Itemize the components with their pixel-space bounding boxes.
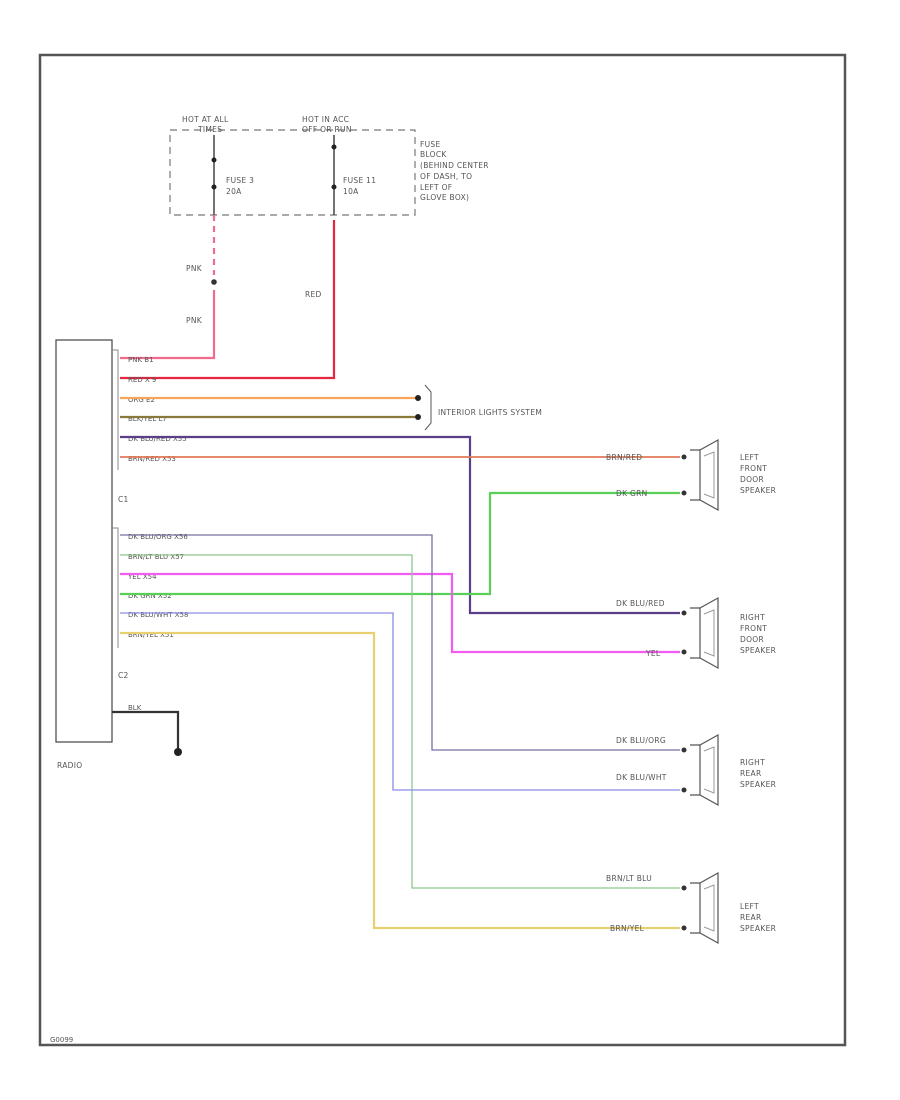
lr-name-2: REAR [740,913,762,922]
c1-pin-3: ORG E2 [128,396,155,404]
c1-pin-2: RED X 9 [128,376,156,384]
radio-label: RADIO [57,761,82,770]
red-wire-label: RED [305,290,322,299]
fuse3-name: FUSE 3 [226,176,254,185]
ground-wire-label: BLK [128,704,142,712]
lr-name-1: LEFT [740,902,759,911]
lf-name-3: DOOR [740,475,764,484]
rf-wire-1: DK BLU/RED [616,599,665,608]
c1-label: C1 [118,495,129,504]
hot-in-acc-label: HOT IN ACC [302,115,349,124]
pink-wire-label-1: PNK [186,264,203,273]
org-terminal [415,395,421,401]
rr-wire-1: DK BLU/ORG [616,736,666,745]
rr-wire-2: DK BLU/WHT [616,773,667,782]
lf-wire-1: BRN/RED [606,453,642,462]
fuse-location-6: GLOVE BOX) [420,193,469,202]
rr-name-3: SPEAKER [740,780,776,789]
lr-name-3: SPEAKER [740,924,776,933]
c1-bracket [112,349,119,470]
c1-pin-5: DK BLU/RED X55 [128,435,187,443]
c1-pin-4: BLK/YEL L7 [128,415,167,423]
lr-wire-2: BRN/YEL [610,924,645,933]
c2-pin-3: YEL X54 [127,573,157,581]
lf-name-4: SPEAKER [740,486,776,495]
c2-pin-2: BRN/LT BLU X57 [128,553,184,561]
speaker-right-rear: DK BLU/ORG DK BLU/WHT RIGHT REAR SPEAKER [616,733,776,807]
c2-pin-5: DK BLU/WHT X58 [128,611,188,619]
brnyel-wire [120,631,680,930]
rr-name-1: RIGHT [740,758,765,767]
ground-symbol [174,748,182,756]
fuse-location-5: LEFT OF [420,183,452,192]
rf-name-4: SPEAKER [740,646,776,655]
ground-wire [112,710,180,750]
pink-splice [211,279,217,285]
fuse11-rating: 10A [343,187,359,196]
pink-feed-wire [120,290,216,360]
rf-wire-2: YEL [645,649,661,658]
dkbluorg-wire [120,534,680,751]
fuse-block: HOT AT ALL TIMES HOT IN ACC OFF OR RUN F… [169,115,489,216]
brnltblu-wire [120,554,680,889]
red-feed-wire [120,220,336,380]
lr-wire-1: BRN/LT BLU [606,874,652,883]
blkyel-terminal [415,414,421,420]
fuse-location-3: (BEHIND CENTER [420,161,489,170]
yel-wire [120,572,680,654]
c2-pin-4: DK GRN X52 [128,592,172,600]
lf-name-2: FRONT [740,464,767,473]
fuse-location-1: FUSE [420,140,441,149]
fuse11-name: FUSE 11 [343,176,376,185]
rf-name-2: FRONT [740,624,767,633]
diagram-frame [38,53,847,1047]
c2-bracket [112,527,119,648]
speaker-left-front: BRN/RED DK GRN LEFT FRONT DOOR SPEAKER [606,438,776,512]
times-label: TIMES [197,125,222,134]
fuse-location-2: BLOCK [420,150,447,159]
interior-lights-bracket [424,384,432,431]
c2-pin-1: DK BLU/ORG X56 [128,533,188,541]
c1-pin-1: PNK B1 [128,356,154,364]
dkbluwht-wire [120,612,680,791]
fuse-location-4: OF DASH, TO [420,172,472,181]
lf-name-1: LEFT [740,453,759,462]
off-run-label: OFF OR RUN [302,125,352,134]
speaker-right-front: DK BLU/RED YEL RIGHT FRONT DOOR SPEAKER [616,596,776,670]
hot-at-all-label: HOT AT ALL [182,115,229,124]
c2-pin-6: BRN/YEL X51 [128,631,174,639]
rf-name-3: DOOR [740,635,764,644]
interior-lights-label: INTERIOR LIGHTS SYSTEM [438,408,542,417]
speaker-left-rear: BRN/LT BLU BRN/YEL LEFT REAR SPEAKER [606,871,776,945]
dkgrn-wire [120,491,680,596]
fuse3-rating: 20A [226,187,242,196]
lf-wire-2: DK GRN [616,489,648,498]
c1-pin-6: BRN/RED X53 [128,455,176,463]
footer-code: G0099 [50,1036,73,1044]
rf-name-1: RIGHT [740,613,765,622]
c2-label: C2 [118,671,129,680]
dkblured-wire [120,435,680,615]
rr-name-2: REAR [740,769,762,778]
pink-wire-label-2: PNK [186,316,203,325]
radio-box [55,339,113,743]
